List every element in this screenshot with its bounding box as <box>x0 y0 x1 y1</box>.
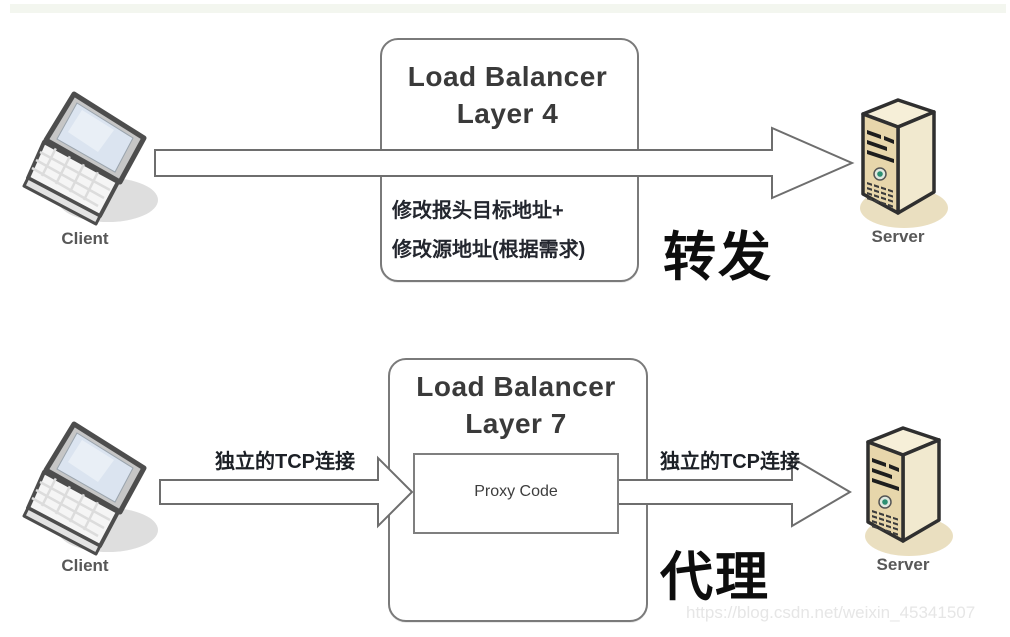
proxy-code-label: Proxy Code <box>474 483 558 500</box>
top-strip <box>10 4 1006 13</box>
watermark-url: https://blog.csdn.net/weixin_45341507 <box>686 603 976 622</box>
layer4-note-line2: 修改源地址(根据需求) <box>392 239 586 261</box>
layer4-note-line1: 修改报头目标地址+ <box>392 200 564 222</box>
proxy-mode-label: 代理 <box>660 548 770 607</box>
right-tcp-connection-label: 独立的TCP连接 <box>660 451 800 473</box>
layer4-title-line2: Layer 4 <box>456 98 559 129</box>
client-label: Client <box>61 229 109 248</box>
forwarding-mode-label: 转发 <box>663 228 773 287</box>
left-tcp-connection-label: 独立的TCP连接 <box>215 451 355 473</box>
proxy-code-box: Proxy Code <box>413 453 619 534</box>
layer4-box-title: Load Balancer Layer 4 <box>380 58 635 132</box>
client-laptop-icon <box>22 91 158 226</box>
server-label: Server <box>876 555 930 574</box>
client-label: Client <box>61 556 109 575</box>
layer7-title-line2: Layer 7 <box>465 408 567 439</box>
client-laptop-icon <box>22 421 158 556</box>
layer4-title-line1: Load Balancer <box>407 61 608 92</box>
layer7-title-line1: Load Balancer <box>416 371 616 402</box>
server-tower-icon <box>865 426 953 556</box>
layer7-box-title: Load Balancer Layer 7 <box>388 368 644 442</box>
server-label: Server <box>871 227 925 246</box>
server-tower-icon <box>860 98 948 228</box>
